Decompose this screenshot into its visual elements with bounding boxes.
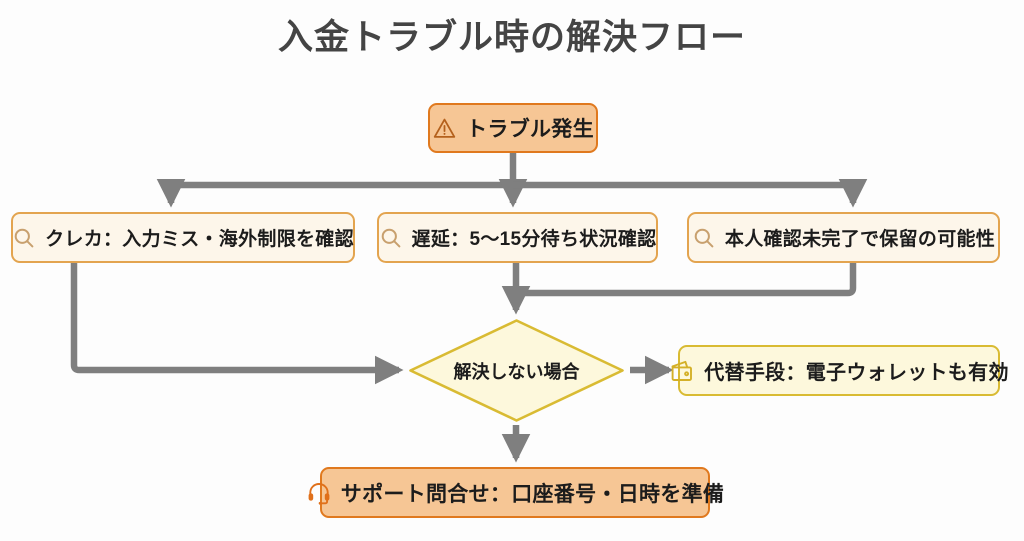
node-delay-label: 遅延：5〜15分待ち状況確認	[411, 229, 657, 250]
search-icon	[692, 226, 716, 250]
node-delay-check[interactable]: 遅延：5〜15分待ち状況確認	[377, 212, 658, 263]
node-wallet-label: 代替手段：電子ウォレットも有効	[704, 362, 1009, 384]
node-wallet-alternative[interactable]: 代替手段：電子ウォレットも有効	[671, 345, 1008, 396]
node-decision[interactable]: 解決しない場合	[408, 318, 625, 423]
edge-trouble-credit	[156, 178, 513, 208]
search-icon	[379, 226, 403, 250]
diamond-shape	[409, 319, 624, 422]
node-support-contact[interactable]: サポート問合せ：口座番号・日時を準備	[308, 467, 724, 518]
node-credit-check[interactable]: クレカ：入力ミス・海外制限を確認	[11, 212, 355, 263]
search-icon	[12, 226, 36, 250]
edge-trouble-kyc	[513, 178, 868, 208]
wallet-icon	[669, 358, 695, 384]
node-kyc-check[interactable]: 本人確認未完了で保留の可能性	[687, 212, 1000, 263]
edge-kyc-decision	[512, 263, 857, 302]
node-trouble[interactable]: トラブル発生	[428, 103, 598, 153]
node-credit-label: クレカ：入力ミス・海外制限を確認	[45, 229, 354, 250]
node-support-label: サポート問合せ：口座番号・日時を準備	[340, 482, 725, 506]
headset-icon	[306, 480, 332, 506]
node-trouble-label: トラブル発生	[466, 118, 594, 141]
node-kyc-label: 本人確認未完了で保留の可能性	[724, 229, 996, 250]
warning-triangle-icon	[432, 116, 457, 141]
edge-credit-decision	[70, 263, 404, 385]
node-decision-label: 解決しない場合	[453, 361, 580, 382]
page-title: 入金トラブル時の解決フロー	[277, 18, 746, 57]
